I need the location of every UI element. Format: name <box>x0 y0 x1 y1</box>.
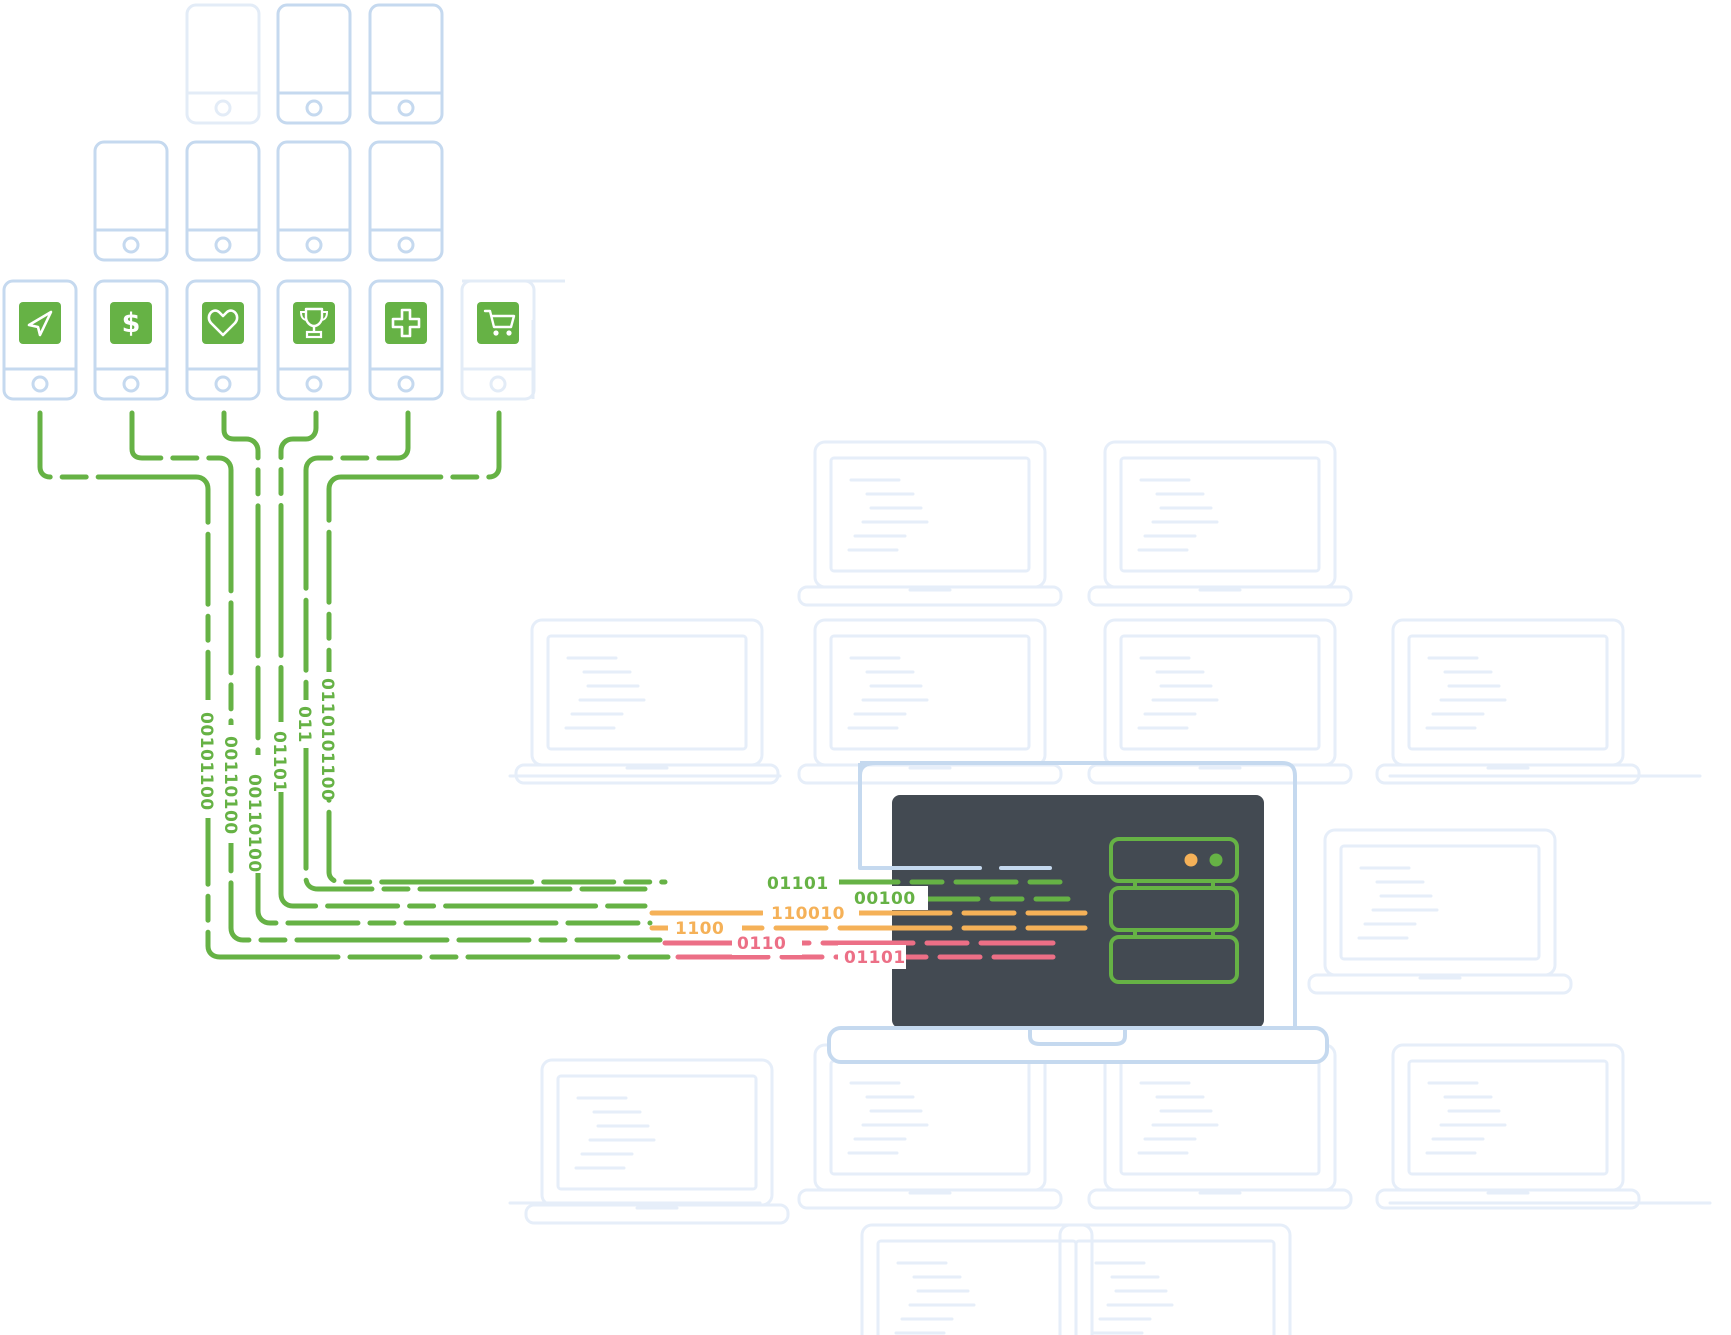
phone <box>93 140 169 262</box>
phone <box>368 3 444 125</box>
phone <box>276 140 352 262</box>
ghost-laptop <box>797 1043 1063 1210</box>
ghost-laptop <box>844 1223 1110 1335</box>
medical-cross-icon <box>385 302 427 344</box>
ghost-laptop <box>1375 618 1641 785</box>
svg-text:$: $ <box>122 308 141 339</box>
binary-label: 01101 <box>844 948 906 968</box>
binary-label: 00110100 <box>244 774 264 873</box>
dollar-icon: $ <box>110 302 152 344</box>
ghost-laptop <box>1087 1043 1353 1210</box>
app-icons: $ <box>19 302 519 344</box>
trophy-icon <box>293 302 335 344</box>
binary-label: 01101 <box>269 731 289 793</box>
ghost-laptop <box>1087 618 1353 785</box>
navigation-arrow-icon <box>19 302 61 344</box>
ghost-laptop <box>524 1058 790 1225</box>
phone <box>276 3 352 125</box>
ghost-laptop <box>514 618 780 785</box>
horizontal-binary-labels: 01101 00100 110010 1100 0110 01101 <box>675 874 916 968</box>
phone-grid <box>2 3 565 401</box>
heart-icon <box>202 302 244 344</box>
background-laptop-grid <box>508 440 1712 1335</box>
phone-faint <box>185 3 261 125</box>
binary-label: 110010 <box>771 904 845 924</box>
ghost-laptop <box>1307 828 1573 995</box>
binary-label: 00100 <box>854 889 916 909</box>
ghost-laptop <box>797 618 1063 785</box>
binary-label: 0110 <box>737 934 786 954</box>
server-rack-icon <box>1109 837 1239 984</box>
shopping-cart-icon <box>477 302 519 344</box>
binary-label: 00101100 <box>196 712 216 811</box>
binary-label: 0110101100 <box>317 678 337 801</box>
ghost-laptop <box>797 440 1063 607</box>
phone <box>185 140 261 262</box>
binary-label: 00110100 <box>220 736 240 835</box>
binary-label: 1100 <box>675 919 724 939</box>
ghost-laptop <box>1042 1223 1308 1335</box>
ghost-laptop <box>1375 1043 1641 1210</box>
vertical-binary-labels: 00101100 00110100 00110100 01101 011 011… <box>196 678 337 873</box>
binary-label: 01101 <box>767 874 829 894</box>
phone <box>368 140 444 262</box>
binary-label: 011 <box>294 706 314 743</box>
ghost-laptop <box>1087 440 1353 607</box>
